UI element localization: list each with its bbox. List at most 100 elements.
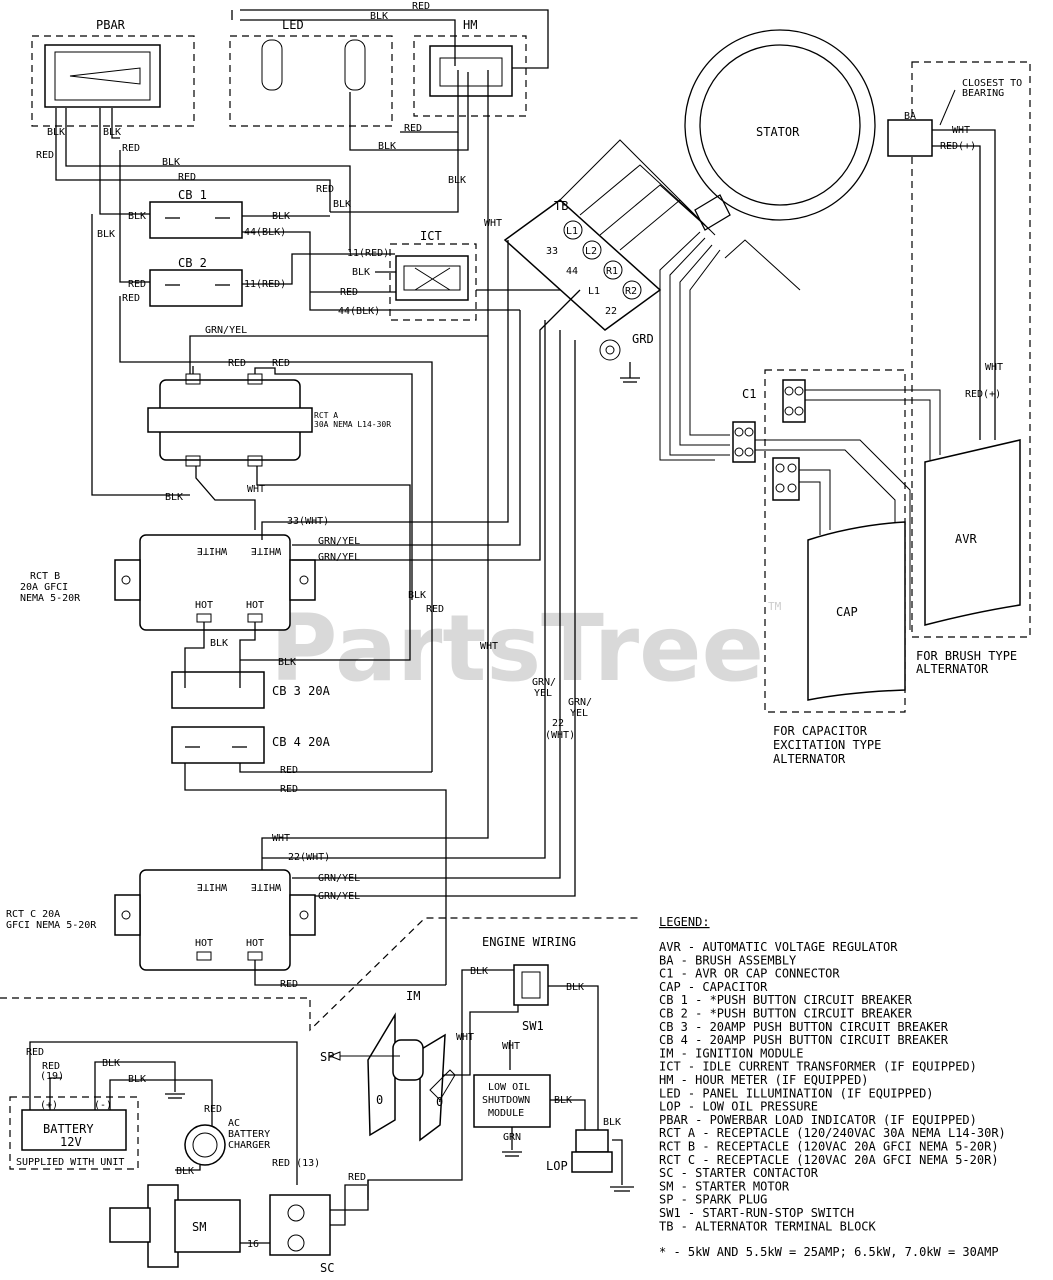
svg-text:WHT: WHT (456, 1032, 474, 1043)
svg-text:WHITE: WHITE (197, 881, 227, 892)
svg-text:RED: RED (426, 604, 444, 615)
svg-text:SHUTDOWN: SHUTDOWN (482, 1095, 530, 1106)
svg-text:SP: SP (320, 1050, 334, 1064)
svg-text:BLK: BLK (176, 1166, 194, 1177)
legend-item: IM - IGNITION MODULE (659, 1046, 804, 1060)
legend-item: TB - ALTERNATOR TERMINAL BLOCK (659, 1219, 877, 1233)
led-label: LED (282, 18, 304, 32)
svg-text:BLK: BLK (408, 590, 426, 601)
lop-component: LOP (546, 1129, 613, 1173)
svg-text:RED: RED (204, 1104, 222, 1115)
svg-text:GFCI NEMA 5-20R: GFCI NEMA 5-20R (6, 920, 97, 931)
svg-text:HOT: HOT (246, 600, 264, 611)
stator-label: STATOR (756, 125, 800, 139)
svg-text:BEARING: BEARING (962, 88, 1004, 99)
svg-text:AC: AC (228, 1118, 240, 1129)
svg-text:RED: RED (178, 172, 196, 183)
svg-text:YEL: YEL (570, 708, 588, 719)
svg-text:BLK: BLK (378, 141, 396, 152)
svg-text:RED: RED (316, 184, 334, 195)
svg-text:RED: RED (280, 765, 298, 776)
svg-text:BA: BA (904, 111, 916, 122)
legend: LEGEND: AVR - AUTOMATIC VOLTAGE REGULATO… (659, 915, 1006, 1259)
svg-text:RED: RED (228, 358, 246, 369)
legend-item: SP - SPARK PLUG (659, 1193, 767, 1207)
svg-text:WHITE: WHITE (197, 545, 227, 556)
svg-text:BLK: BLK (103, 127, 121, 138)
legend-item: SM - STARTER MOTOR (659, 1179, 790, 1193)
legend-item: CB 3 - 20AMP PUSH BUTTON CIRCUIT BREAKER (659, 1020, 949, 1034)
cb4-label: CB 4 20A (272, 735, 331, 749)
svg-text:GRN/: GRN/ (568, 697, 592, 708)
svg-text:RED: RED (42, 1061, 60, 1072)
svg-text:BLK: BLK (162, 157, 180, 168)
svg-text:SW1: SW1 (522, 1019, 544, 1033)
svg-text:RED: RED (280, 979, 298, 990)
watermark: PartsTree (270, 595, 764, 702)
rct-b-component: WHITE WHITE HOT HOT RCT B 20A GFCI NEMA … (20, 534, 316, 631)
svg-text:WHITE: WHITE (251, 545, 281, 556)
svg-text:BLK: BLK (554, 1095, 572, 1106)
svg-text:MODULE: MODULE (488, 1108, 524, 1119)
rct-a-component: RCT A 30A NEMA L14-30R (147, 373, 391, 467)
svg-text:ALTERNATOR: ALTERNATOR (773, 752, 846, 766)
svg-text:GRN/YEL: GRN/YEL (318, 552, 360, 563)
brush-alternator-box (911, 61, 1031, 638)
svg-text:BLK: BLK (603, 1117, 621, 1128)
svg-text:BLK: BLK (102, 1058, 120, 1069)
svg-text:RCT A: RCT A (314, 411, 338, 420)
svg-text:L2: L2 (585, 246, 597, 257)
svg-text:BLK: BLK (333, 199, 351, 210)
svg-text:RED: RED (36, 150, 54, 161)
svg-text:GRN/YEL: GRN/YEL (318, 536, 360, 547)
cb2-component: CB 2 (149, 256, 243, 307)
legend-item: LED - PANEL ILLUMINATION (IF EQUIPPED) (659, 1086, 934, 1100)
svg-text:GRN: GRN (503, 1132, 521, 1143)
svg-text:(19): (19) (40, 1071, 64, 1082)
svg-text:GRN/: GRN/ (532, 677, 556, 688)
pbar-label: PBAR (96, 18, 126, 32)
svg-text:RED: RED (348, 1172, 366, 1183)
svg-text:RED(+): RED(+) (965, 389, 1001, 400)
svg-text:SUPPLIED WITH UNIT: SUPPLIED WITH UNIT (16, 1157, 124, 1168)
svg-text:11(RED): 11(RED) (347, 248, 389, 259)
svg-text:44: 44 (566, 266, 578, 277)
svg-text:GRN/YEL: GRN/YEL (318, 891, 360, 902)
svg-text:BLK: BLK (210, 638, 228, 649)
ba-component: BA CLOSEST TO BEARING (887, 78, 1022, 157)
svg-text:BLK: BLK (352, 267, 370, 278)
hm-label: HM (463, 18, 477, 32)
c1-component: C1 (732, 369, 906, 713)
cb2-label: CB 2 (178, 256, 207, 270)
legend-item: SW1 - START-RUN-STOP SWITCH (659, 1206, 854, 1220)
pbar-component: PBAR (31, 18, 195, 127)
legend-item: RCT C - RECEPTACLE (120VAC 20A GFCI NEMA… (659, 1153, 999, 1167)
grd-label: GRD (632, 332, 654, 346)
cap-label: CAP (836, 605, 858, 619)
cb3-component: CB 3 20A (171, 671, 331, 709)
svg-text:HOT: HOT (195, 600, 213, 611)
tb-label: TB (554, 199, 568, 213)
svg-text:22: 22 (552, 718, 564, 729)
legend-item: RCT A - RECEPTACLE (120/240VAC 30A NEMA … (659, 1126, 1006, 1140)
svg-text:WHITE: WHITE (251, 881, 281, 892)
svg-text:CLOSEST TO: CLOSEST TO (962, 78, 1022, 89)
svg-text:BLK: BLK (278, 657, 296, 668)
svg-text:BATTERY: BATTERY (43, 1122, 94, 1136)
watermark-tm: TM (768, 600, 782, 613)
svg-text:RED: RED (26, 1047, 44, 1058)
svg-text:YEL: YEL (534, 688, 552, 699)
svg-text:ALTERNATOR: ALTERNATOR (916, 662, 989, 676)
ac-charger-component: AC BATTERY CHARGER (184, 1118, 271, 1166)
svg-text:RED: RED (404, 123, 422, 134)
battery-component: BATTERY 12V (+) (-) SUPPLIED WITH UNIT (9, 1096, 139, 1170)
svg-text:SM: SM (192, 1220, 206, 1234)
svg-text:RED: RED (412, 1, 430, 12)
svg-text:LOP: LOP (546, 1159, 568, 1173)
svg-text:(-): (-) (94, 1100, 112, 1111)
svg-text:BLK: BLK (370, 11, 388, 22)
svg-text:HOT: HOT (246, 938, 264, 949)
cb1-label: CB 1 (178, 188, 207, 202)
svg-text:GRN/YEL: GRN/YEL (318, 873, 360, 884)
svg-text:20A GFCI: 20A GFCI (20, 582, 68, 593)
